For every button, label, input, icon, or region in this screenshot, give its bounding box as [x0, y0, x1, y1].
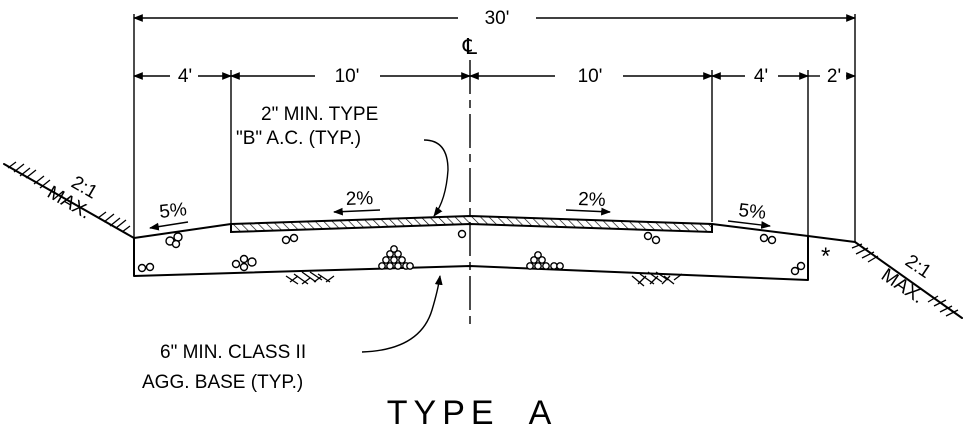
base-note-line2: AGG. BASE (TYP.)	[142, 372, 303, 393]
ac-note-line1: 2" MIN. TYPE	[261, 104, 378, 125]
drawing-title: TYPE A	[387, 394, 558, 432]
centerline-symbol: ℄	[462, 34, 478, 59]
left-shoulder-width-label: 4'	[178, 66, 192, 87]
segment-dimensions: 4' 10' 10' 4' 2'	[133, 60, 856, 330]
ac-callout: 2" MIN. TYPE "B" A.C. (TYP.)	[236, 104, 449, 217]
aggregate-stones	[137, 229, 806, 276]
ac-note-line2: "B" A.C. (TYP.)	[236, 128, 361, 149]
left-shoulder-slope: 5%	[158, 199, 188, 223]
aggregate-base	[133, 235, 809, 281]
right-lane-width-label: 10'	[578, 66, 603, 87]
native-soil-symbols	[285, 271, 683, 287]
dike-asterisk: *	[821, 243, 830, 270]
base-callout: 6" MIN. CLASS II AGG. BASE (TYP.)	[142, 275, 443, 393]
right-lane-slope: 2%	[578, 189, 606, 211]
overall-width-label: 30'	[485, 8, 510, 29]
right-shoulder-width-label: 4'	[754, 66, 768, 87]
right-embankment: 2:1 MAX.	[851, 241, 963, 319]
left-lane-width-label: 10'	[335, 66, 360, 87]
left-lane-slope: 2%	[345, 188, 373, 210]
overall-dimension: 30'	[133, 8, 856, 242]
dike-width-label: 2'	[827, 66, 841, 87]
left-embankment: 2:1 MAX.	[3, 161, 135, 239]
ac-surfacing	[230, 214, 713, 234]
base-note-line1: 6" MIN. CLASS II	[160, 342, 306, 363]
road-section	[133, 214, 856, 281]
right-shoulder-slope: 5%	[737, 200, 767, 224]
cross-slope-labels: 5% 2% 2% 5%	[149, 188, 771, 231]
